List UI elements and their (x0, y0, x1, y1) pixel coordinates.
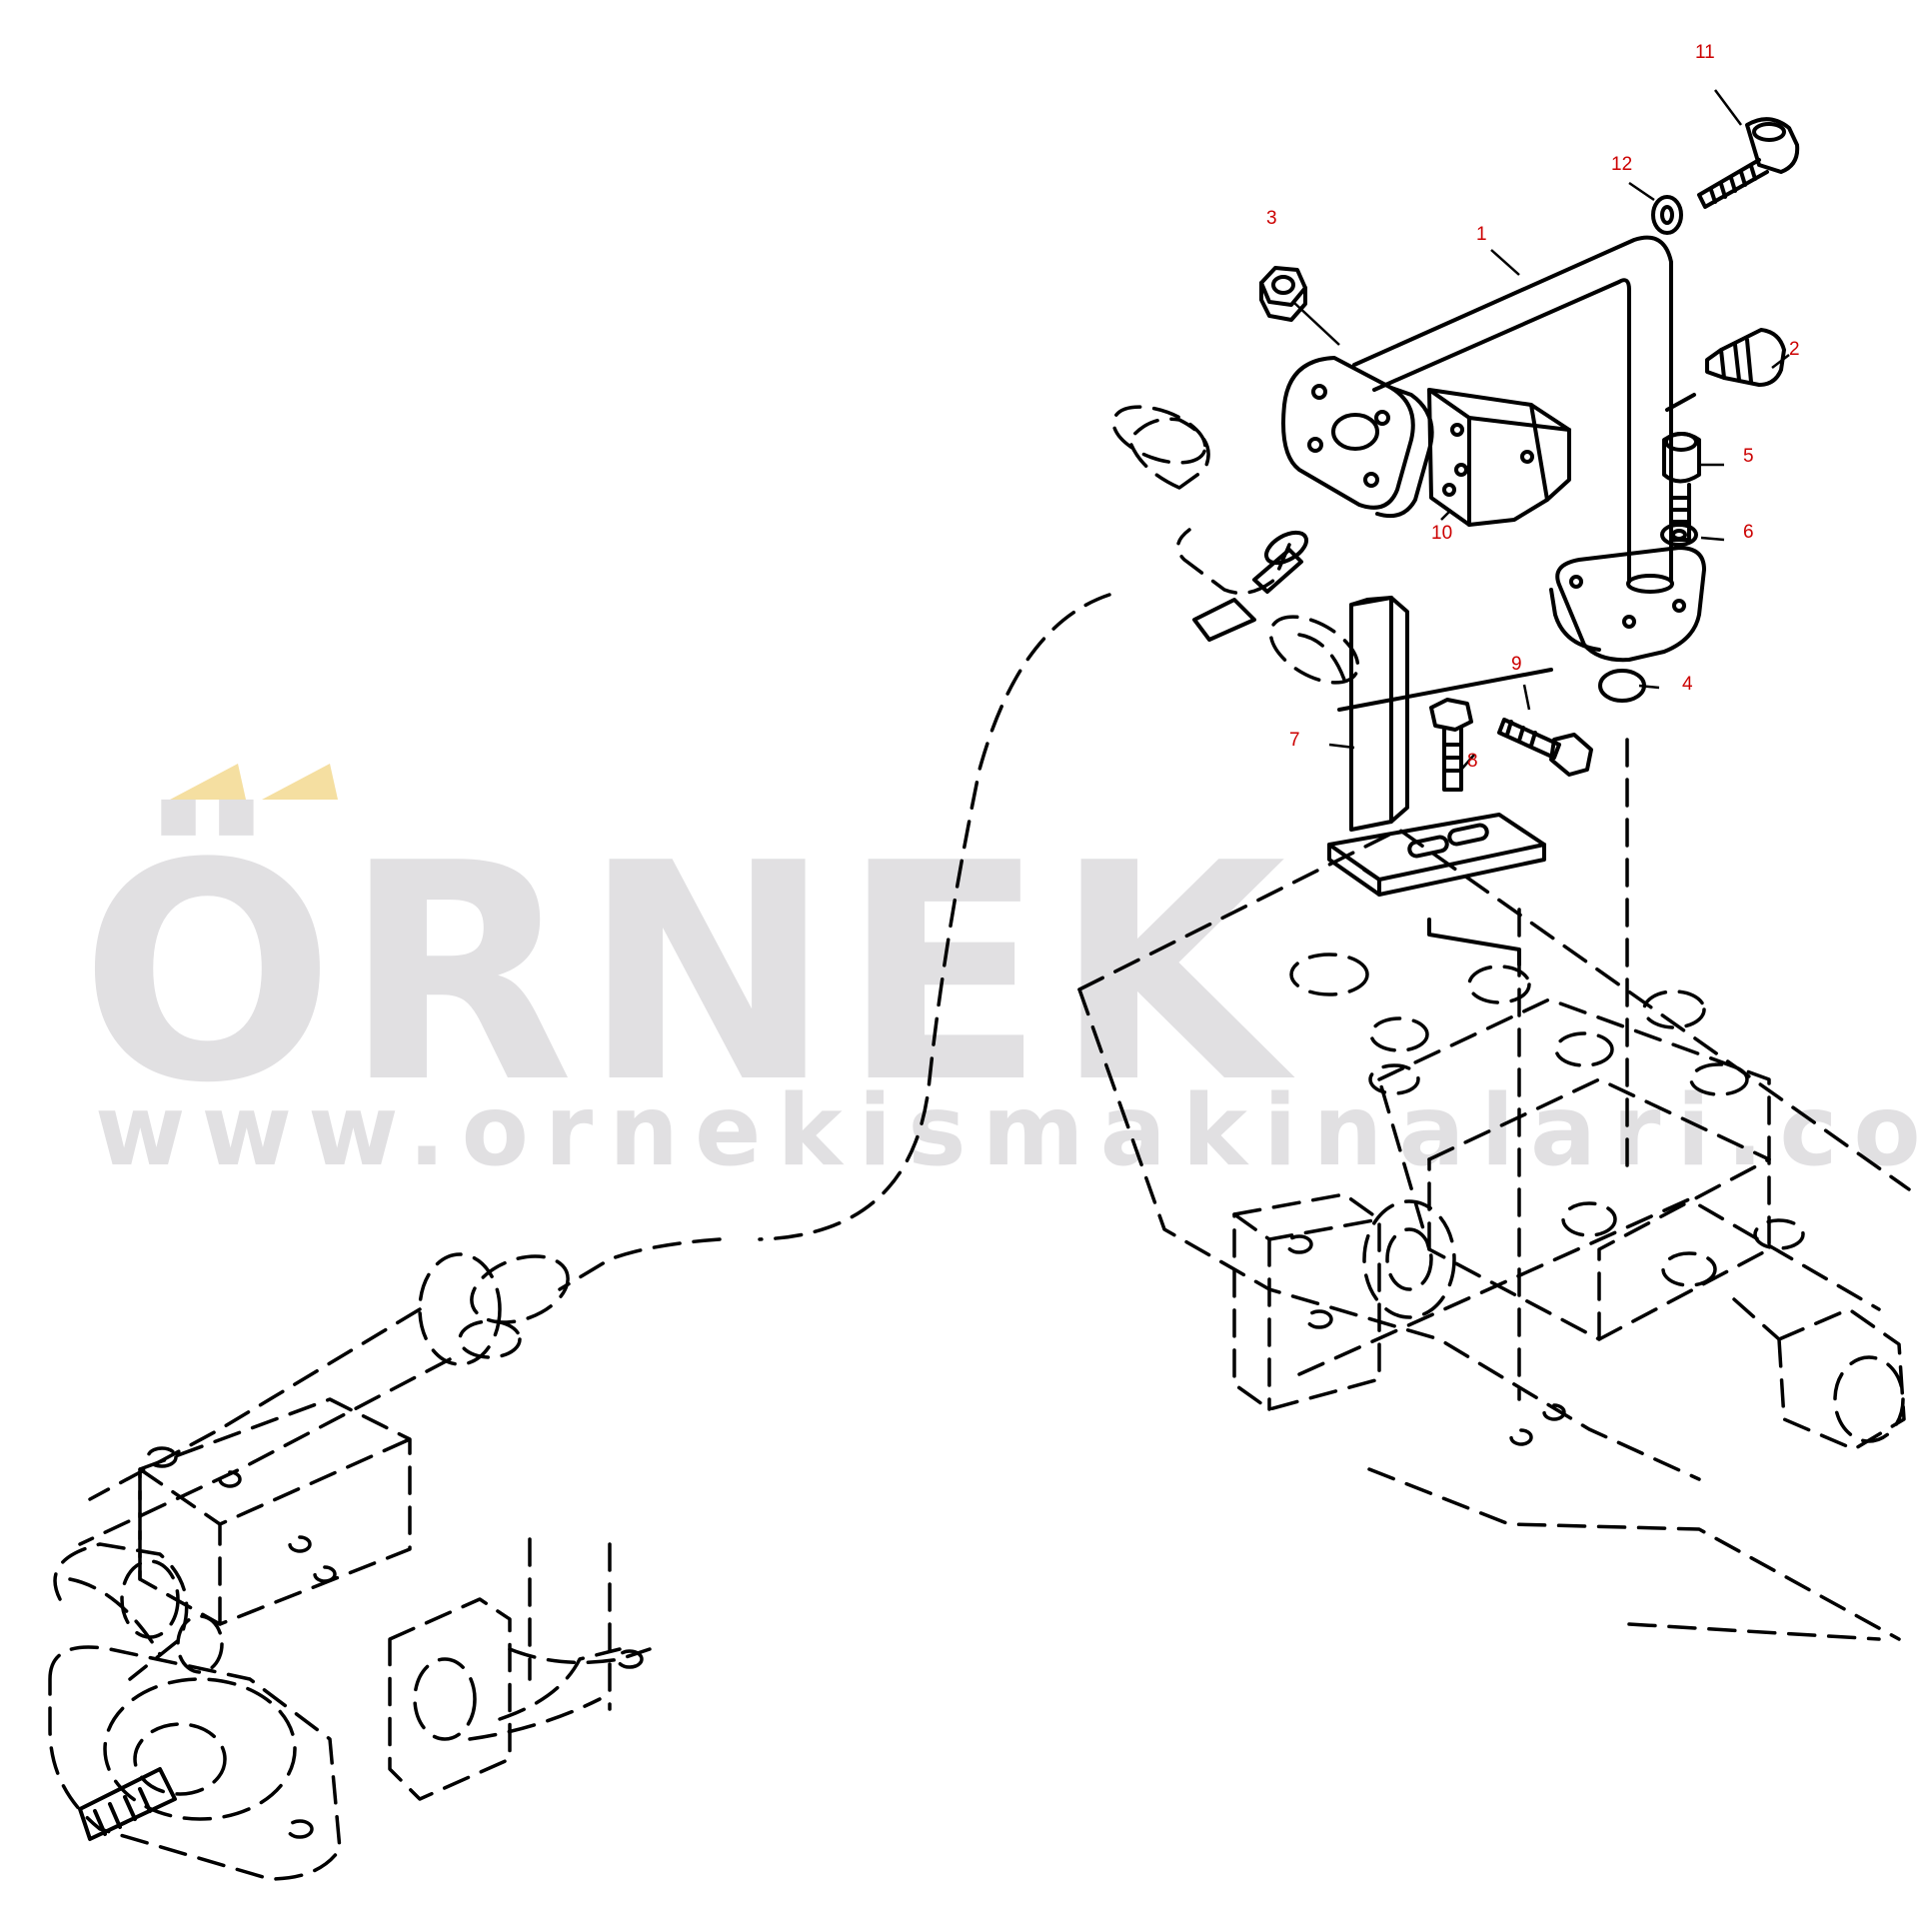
hex-bolt-angled (1497, 718, 1593, 777)
hex-nut (1259, 266, 1307, 322)
watermark: ÖRNEK www.ornekismakinalari.com.tr (80, 764, 1932, 1188)
support-bracket (1327, 596, 1546, 897)
o-ring (1598, 669, 1646, 703)
washer-vertical (1660, 523, 1698, 547)
callout-11: 11 (1695, 42, 1715, 63)
callout-8: 8 (1467, 751, 1478, 772)
callout-10: 10 (1431, 523, 1452, 544)
cap-screw-top (1697, 117, 1800, 209)
hydraulic-pump-assembly (48, 1237, 722, 1881)
washer-vertical-hole (1671, 529, 1687, 541)
angle-bracket (1427, 388, 1571, 527)
callout-7: 7 (1289, 730, 1300, 751)
watermark-umlaut-accent-right (262, 764, 338, 800)
callout-3: 3 (1266, 208, 1277, 229)
callout-12: 12 (1611, 154, 1632, 175)
mounting-line (1337, 668, 1553, 712)
leader-lines (1293, 89, 1790, 771)
callouts: 1 2 3 4 5 6 7 8 9 10 11 12 (1266, 42, 1800, 772)
callout-9: 9 (1511, 654, 1522, 675)
callout-2: 2 (1789, 339, 1800, 360)
bent-pipe (1352, 235, 1696, 594)
callout-1: 1 (1476, 224, 1487, 245)
callout-4: 4 (1682, 674, 1693, 695)
reference-parts (48, 405, 1911, 1881)
solid-parts (1259, 117, 1800, 897)
left-flange (1281, 356, 1434, 519)
hose-route (758, 593, 1111, 1241)
callout-6: 6 (1743, 522, 1754, 543)
control-valve-assembly (1077, 738, 1911, 1641)
watermark-brand: ÖRNEK (80, 797, 1297, 1148)
bottom-flange (1549, 546, 1706, 663)
washer-top (1651, 195, 1683, 235)
watermark-url: www.ornekismakinalari.com.tr (95, 1074, 1932, 1188)
watermark-umlaut-accent-left (170, 764, 246, 800)
hex-bolt-vertical (1429, 698, 1473, 792)
plug (1705, 328, 1786, 387)
washer-top-hole (1660, 205, 1674, 225)
callout-5: 5 (1743, 446, 1754, 467)
